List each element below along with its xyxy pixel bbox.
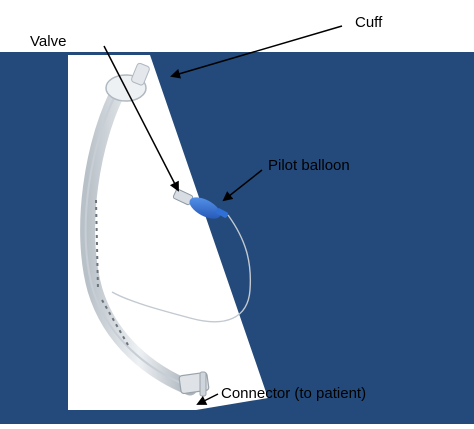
tube-markings <box>95 199 129 346</box>
connector-arrow <box>196 393 219 405</box>
cuff-arrow <box>170 25 343 79</box>
endotracheal-tube <box>80 62 252 397</box>
tube-inner-line <box>84 89 189 387</box>
pilot-balloon-arrow <box>222 169 263 202</box>
tube-tip <box>131 62 150 86</box>
cuff-label: Cuff <box>355 14 383 31</box>
balloon-neck <box>215 208 229 218</box>
connector-label: Connector (to patient) <box>221 385 367 402</box>
pilot-balloon-label: Pilot balloon <box>268 157 350 174</box>
connector-flange <box>199 371 207 397</box>
balloon-body <box>189 197 221 219</box>
pilot-balloon-shape <box>172 188 229 219</box>
valve-arrow <box>103 45 179 192</box>
valve-label: Valve <box>30 33 67 50</box>
inflation-line <box>111 214 252 323</box>
